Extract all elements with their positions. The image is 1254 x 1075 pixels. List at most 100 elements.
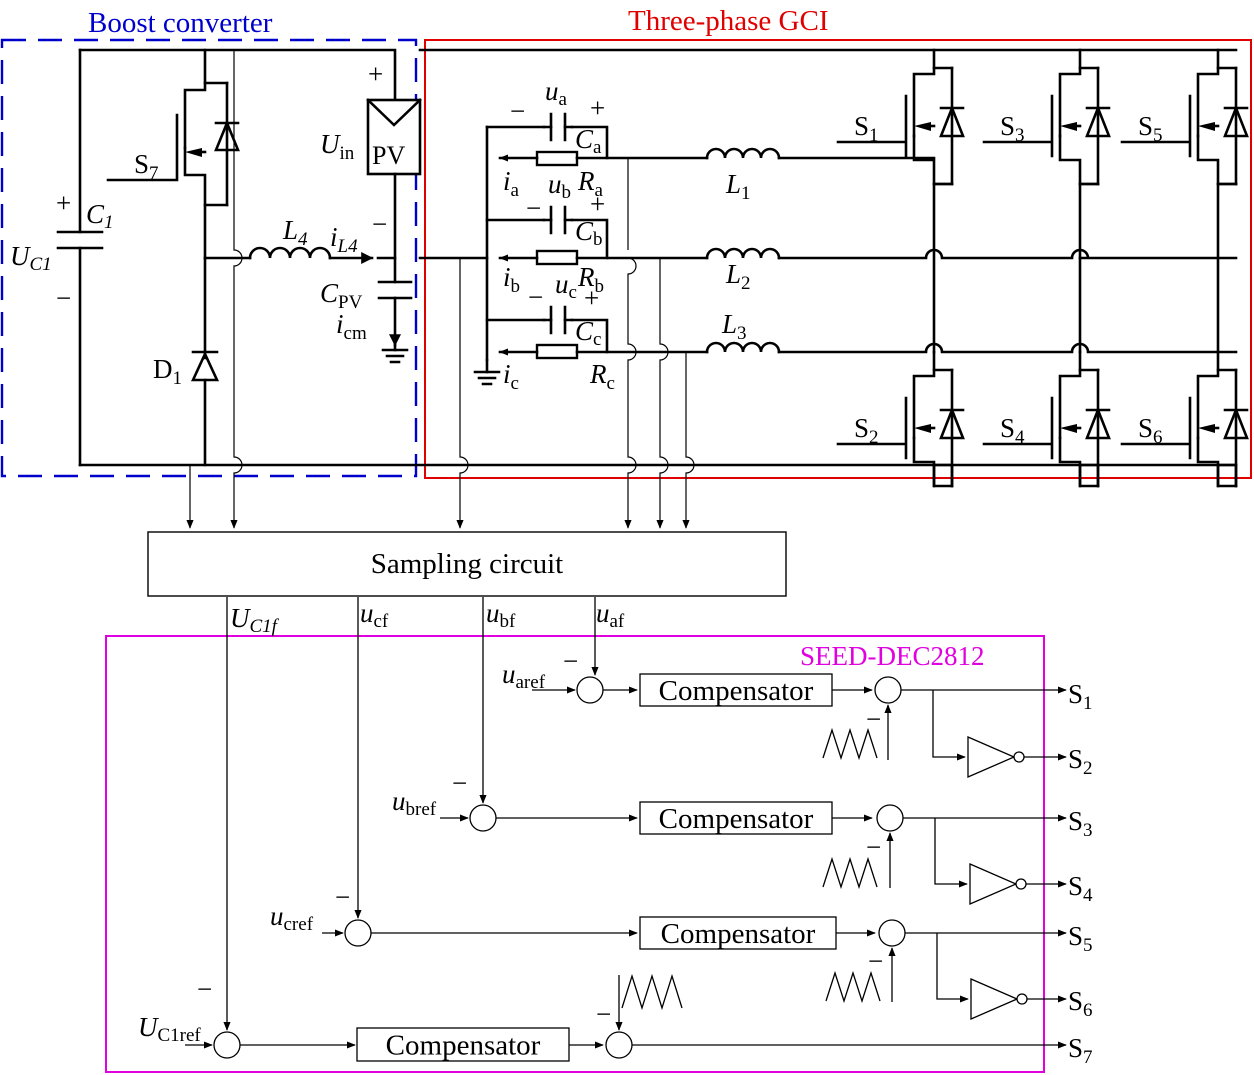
svg-text:ubf: ubf — [486, 598, 516, 632]
signal-line — [932, 690, 966, 761]
summing-junction — [878, 919, 906, 947]
svg-text:Cb: Cb — [575, 216, 603, 250]
cc-capacitor — [549, 305, 567, 335]
svg-text:+: + — [590, 189, 605, 219]
boost-region: Boost converter — [0, 7, 418, 478]
s4-mosfet: S4 — [982, 350, 1111, 488]
svg-text:−: − — [56, 283, 71, 313]
switch-label: S3 — [1000, 111, 1025, 146]
control-loops: uaref−Compensator−S1S2ubref−Compensator−… — [138, 597, 1093, 1068]
svg-text:ic: ic — [503, 359, 519, 394]
svg-text:icm: icm — [336, 309, 367, 344]
svg-text:S7: S7 — [134, 149, 159, 184]
svg-text:iL4: iL4 — [330, 222, 358, 257]
l2-inductor — [705, 247, 781, 260]
svg-text:−: − — [526, 193, 541, 223]
summing-junction — [605, 1031, 633, 1059]
uaref-label: uaref — [502, 659, 546, 693]
switch-label: S1 — [854, 111, 879, 146]
svg-text:ib: ib — [503, 262, 520, 297]
l3-inductor — [705, 341, 781, 354]
boost-labels: + C1 UC1 − S7 D1 L4 iL4 + Uin − CPV icm — [10, 59, 387, 389]
s6-mosfet: S6 — [1120, 350, 1249, 488]
signal-line — [936, 933, 969, 1003]
pwm-output-label: S6 — [1068, 986, 1093, 1021]
ground-icon — [473, 370, 501, 386]
summing-junction — [213, 1031, 241, 1059]
boost-converter-title: Boost converter — [88, 7, 273, 39]
svg-text:Uin: Uin — [320, 129, 355, 164]
signal-line — [934, 818, 968, 888]
switch-label: S4 — [1000, 413, 1025, 448]
c1-capacitor — [56, 230, 104, 250]
d1-diode — [190, 350, 220, 382]
compensator-label: Compensator — [659, 675, 814, 707]
svg-text:CPV: CPV — [320, 278, 363, 313]
svg-text:L4: L4 — [282, 215, 308, 250]
svg-text:+: + — [56, 188, 71, 218]
boost-circuit: PV — [56, 48, 1238, 467]
boost-converter-box — [0, 38, 418, 478]
carrier-waveform — [822, 856, 878, 890]
ground-icon — [381, 348, 409, 364]
compensator-label: Compensator — [661, 918, 816, 950]
minus-sign: − — [866, 704, 881, 734]
sampling-wires — [186, 50, 695, 529]
not-gate-icon — [970, 978, 1028, 1020]
minus-sign: − — [868, 946, 883, 976]
svg-text:Rc: Rc — [589, 359, 615, 394]
pwm-output-label: S7 — [1068, 1033, 1093, 1068]
pwm-output-label: S2 — [1068, 744, 1093, 779]
not-gate-icon — [969, 863, 1027, 905]
svg-text:+: + — [584, 283, 599, 313]
svg-text:Ca: Ca — [575, 124, 602, 158]
cb-capacitor — [549, 205, 567, 235]
compensator-block: Compensator — [639, 916, 837, 950]
compensator-block: Compensator — [639, 673, 833, 707]
dsp-title: SEED-DEC2812 — [800, 641, 985, 671]
svg-text:−: − — [528, 282, 543, 312]
summing-junction — [876, 804, 904, 832]
dsp-region: SEED-DEC2812 — [105, 635, 1045, 1073]
pwm-output-label: S5 — [1068, 921, 1093, 956]
svg-text:D1: D1 — [153, 354, 182, 389]
lc-filter — [418, 112, 1238, 386]
sampling-circuit: Sampling circuit — [147, 531, 787, 597]
carrier-waveform — [621, 973, 683, 1011]
svg-text:ua: ua — [545, 76, 568, 110]
svg-text:−: − — [510, 96, 525, 126]
compensator-block: Compensator — [639, 801, 833, 835]
switch-label: S5 — [1138, 111, 1163, 146]
ra-resistor — [535, 150, 579, 167]
carrier-waveform — [825, 970, 881, 1004]
summing-junction — [344, 919, 372, 947]
svg-text:uc: uc — [555, 269, 577, 303]
s3-mosfet: S3 — [982, 48, 1111, 186]
leg-bottom — [1216, 463, 1238, 488]
compensator-block: Compensator — [356, 1027, 570, 1062]
pwm-output-label: S4 — [1068, 871, 1093, 906]
ca-capacitor — [549, 112, 567, 142]
pwm-output-label: S3 — [1068, 806, 1093, 841]
summing-junction — [469, 804, 497, 832]
dsp-box — [105, 635, 1045, 1073]
filter-labels: − ua + Ca ia ub Ra − + Cb ib Rb − uc + C… — [503, 76, 751, 394]
minus-sign: − — [197, 974, 212, 1004]
svg-text:uaf: uaf — [596, 598, 625, 632]
rb-resistor — [535, 249, 579, 266]
svg-text:C1: C1 — [86, 199, 114, 233]
carrier-waveform — [822, 727, 878, 761]
svg-text:+: + — [368, 59, 383, 89]
svg-text:PV: PV — [372, 141, 405, 170]
s1-mosfet: S1 — [836, 48, 965, 186]
minus-sign: − — [452, 768, 467, 798]
svg-text:L1: L1 — [725, 169, 751, 204]
rc-resistor — [535, 343, 579, 360]
svg-text:ucf: ucf — [360, 598, 389, 632]
svg-text:Rb: Rb — [577, 262, 604, 297]
svg-text:ub: ub — [548, 169, 571, 203]
summing-junction — [874, 676, 902, 704]
svg-text:L2: L2 — [725, 259, 751, 294]
svg-text:−: − — [372, 209, 387, 239]
